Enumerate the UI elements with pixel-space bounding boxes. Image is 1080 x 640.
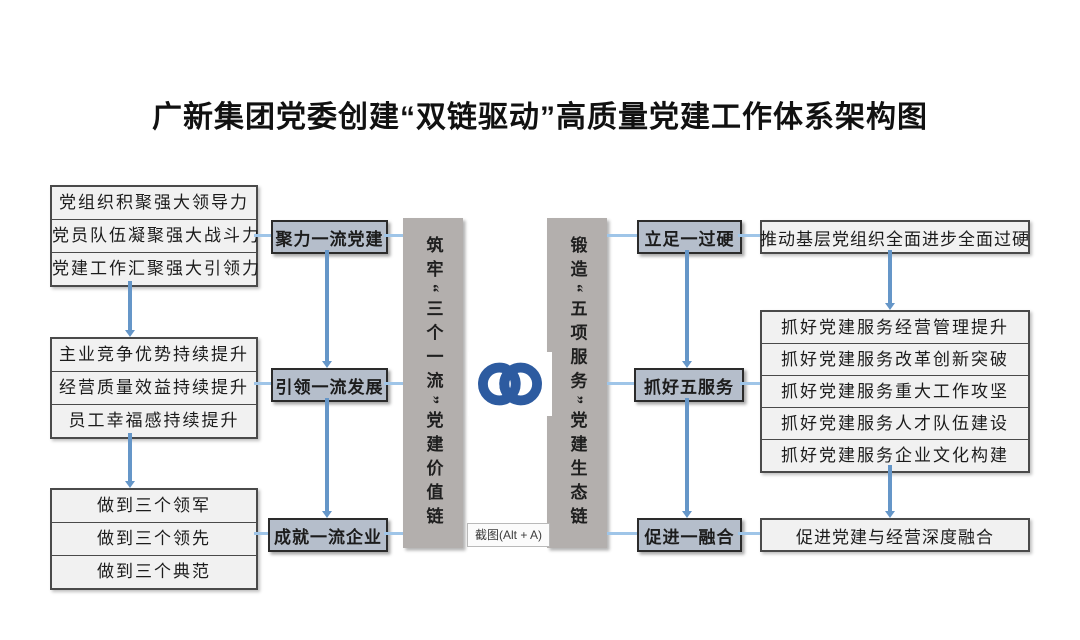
- arrow-down-icon: [885, 303, 895, 310]
- leadership-item: 党员队伍凝聚强大战斗力: [52, 220, 259, 253]
- connector-line: [384, 382, 403, 385]
- right-top-box: 推动基层党组织全面进步全面过硬: [760, 220, 1030, 254]
- arrow-down-icon: [125, 481, 135, 488]
- connector-line: [738, 532, 760, 535]
- eco-chain-bar: 锻造“五项服务”党建生态链: [547, 218, 607, 548]
- service-item: 抓好党建服务经营管理提升: [762, 312, 1028, 344]
- improvement-item: 经营质量效益持续提升: [52, 372, 256, 405]
- arrow-down-icon: [682, 511, 692, 518]
- connector-line: [607, 234, 637, 237]
- connector-line: [607, 382, 634, 385]
- connector-line: [740, 382, 760, 385]
- node-solid-foundation: 立足一过硬: [637, 220, 742, 254]
- goal-item: 做到三个典范: [97, 562, 211, 581]
- improvement-group: 主业竞争优势持续提升 经营质量效益持续提升 员工幸福感持续提升: [50, 337, 258, 439]
- connector-arrow-line: [128, 281, 132, 330]
- connector-arrow-line: [325, 250, 329, 361]
- connector-line: [607, 532, 637, 535]
- arrow-down-icon: [125, 330, 135, 337]
- node-first-class-party-building: 聚力一流党建: [271, 220, 388, 254]
- arrow-down-icon: [322, 511, 332, 518]
- connector-line: [254, 234, 271, 237]
- connector-arrow-line: [888, 250, 892, 303]
- service-item: 抓好党建服务改革创新突破: [762, 344, 1028, 376]
- connector-line: [384, 532, 403, 535]
- right-bottom-box: 促进党建与经营深度融合: [760, 518, 1030, 552]
- connector-arrow-line: [888, 465, 892, 511]
- value-chain-bar: 筑牢“三个一流”党建价值链: [403, 218, 463, 548]
- service-item: 抓好党建服务企业文化构建: [781, 446, 1009, 465]
- node-first-class-development: 引领一流发展: [271, 368, 388, 402]
- goal-item: 做到三个领军: [52, 490, 256, 523]
- arrow-down-icon: [885, 511, 895, 518]
- node-first-class-enterprise: 成就一流企业: [268, 518, 388, 552]
- connector-arrow-line: [325, 398, 329, 511]
- arrow-down-icon: [682, 361, 692, 368]
- connector-arrow-line: [685, 398, 689, 511]
- service-group: 抓好党建服务经营管理提升 抓好党建服务改革创新突破 抓好党建服务重大工作攻坚 抓…: [760, 310, 1030, 473]
- node-one-integration: 促进一融合: [637, 518, 742, 552]
- connector-arrow-line: [685, 250, 689, 361]
- connector-line: [738, 234, 760, 237]
- arrow-down-icon: [322, 361, 332, 368]
- leadership-item: 党建工作汇聚强大引领力: [52, 259, 261, 278]
- improvement-item: 主业竞争优势持续提升: [52, 339, 256, 372]
- service-item: 抓好党建服务人才队伍建设: [762, 408, 1028, 440]
- goal-group: 做到三个领军 做到三个领先 做到三个典范: [50, 488, 258, 590]
- connector-line: [384, 234, 403, 237]
- improvement-item: 员工幸福感持续提升: [68, 411, 240, 430]
- leadership-group: 党组织积聚强大领导力 党员队伍凝聚强大战斗力 党建工作汇聚强大引领力: [50, 185, 261, 287]
- connector-line: [254, 532, 268, 535]
- node-five-services: 抓好五服务: [634, 368, 744, 402]
- chain-link-icon: [468, 352, 552, 416]
- service-item: 抓好党建服务重大工作攻坚: [762, 376, 1028, 408]
- leadership-item: 党组织积聚强大领导力: [52, 187, 256, 220]
- connector-arrow-line: [128, 433, 132, 481]
- goal-item: 做到三个领先: [52, 523, 256, 556]
- connector-line: [254, 382, 271, 385]
- screenshot-tooltip: 截图(Alt + A): [467, 523, 551, 547]
- diagram-title: 广新集团党委创建“双链驱动”高质量党建工作体系架构图: [152, 101, 928, 134]
